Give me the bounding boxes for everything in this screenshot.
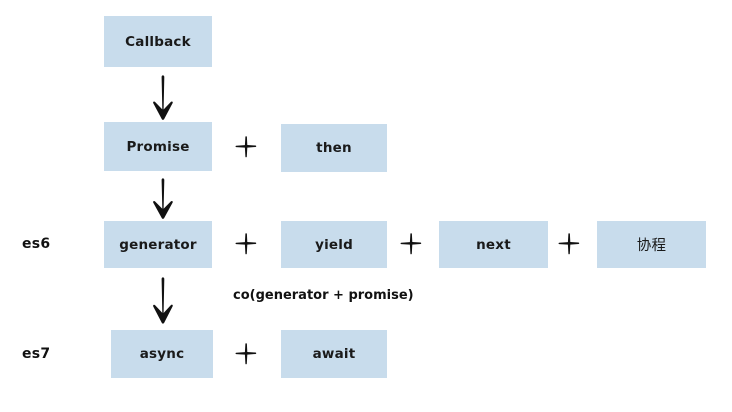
node-then[interactable]: then [281,124,387,172]
plus-icon-next-coroutine [556,231,582,257]
arrow-icon-generator-to-async [150,276,176,326]
plus-icon-promise-then [233,134,259,160]
plus-icon-yield-next [398,231,424,257]
node-async[interactable]: async [111,330,213,378]
node-next[interactable]: next [439,221,548,268]
node-callback[interactable]: Callback [104,16,212,67]
node-generator[interactable]: generator [104,221,212,268]
plus-icon-generator-yield [233,231,259,257]
arrow-icon-callback-to-promise [150,74,176,122]
row-label-es7: es7 [22,346,51,362]
node-promise[interactable]: Promise [104,122,212,171]
row-label-es6: es6 [22,236,51,252]
node-coroutine[interactable]: 协程 [597,221,706,268]
node-yield[interactable]: yield [281,221,387,268]
caption-co-generator-promise: co(generator + promise) [233,288,414,303]
node-await[interactable]: await [281,330,387,378]
arrow-icon-promise-to-generator [150,177,176,221]
plus-icon-async-await [233,341,259,367]
